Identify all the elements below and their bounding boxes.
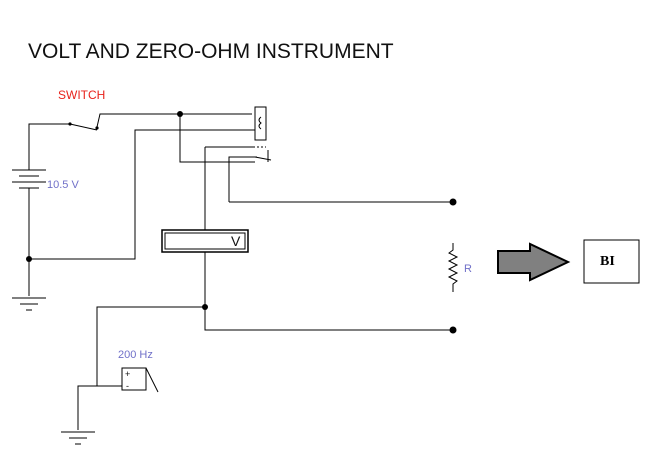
resistor xyxy=(447,243,459,292)
wire-junction-down xyxy=(179,114,255,163)
output-box-label: BI xyxy=(600,254,615,269)
wire-switch-to-relay xyxy=(96,113,252,128)
wire-battery-to-switch xyxy=(28,123,70,170)
battery-label: 10.5 V xyxy=(47,179,79,191)
diagram-title: VOLT AND ZERO-OHM INSTRUMENT xyxy=(28,40,394,63)
wire-relay-contact-2 xyxy=(228,156,257,202)
output-box xyxy=(583,239,640,284)
wire-node-to-generator xyxy=(96,306,205,387)
generator xyxy=(121,367,159,393)
switch-blade xyxy=(69,123,98,131)
wire-return-to-relay xyxy=(29,129,255,260)
junction-dot xyxy=(177,111,183,117)
generator-plus: + xyxy=(125,369,130,379)
relay-contact xyxy=(254,156,272,161)
switch-label: SWITCH xyxy=(58,88,105,102)
wire-meter-to-lower-terminal xyxy=(204,251,453,331)
relay xyxy=(254,106,272,162)
battery xyxy=(12,169,46,189)
wires xyxy=(28,113,453,430)
wire-generator-to-ground xyxy=(77,385,122,430)
ground-icon xyxy=(61,431,95,445)
junction-dot xyxy=(202,304,208,310)
resistor-label: R xyxy=(464,263,472,275)
switch xyxy=(68,122,99,131)
voltmeter xyxy=(161,229,249,253)
junction-dot xyxy=(26,256,32,262)
upper-terminal xyxy=(449,198,457,206)
generator-minus: - xyxy=(126,381,129,391)
voltmeter-label: V xyxy=(231,233,241,249)
arrow-icon xyxy=(497,242,571,282)
lower-terminal xyxy=(449,326,457,334)
generator-label: 200 Hz xyxy=(118,349,153,361)
ground-icon xyxy=(12,297,46,311)
